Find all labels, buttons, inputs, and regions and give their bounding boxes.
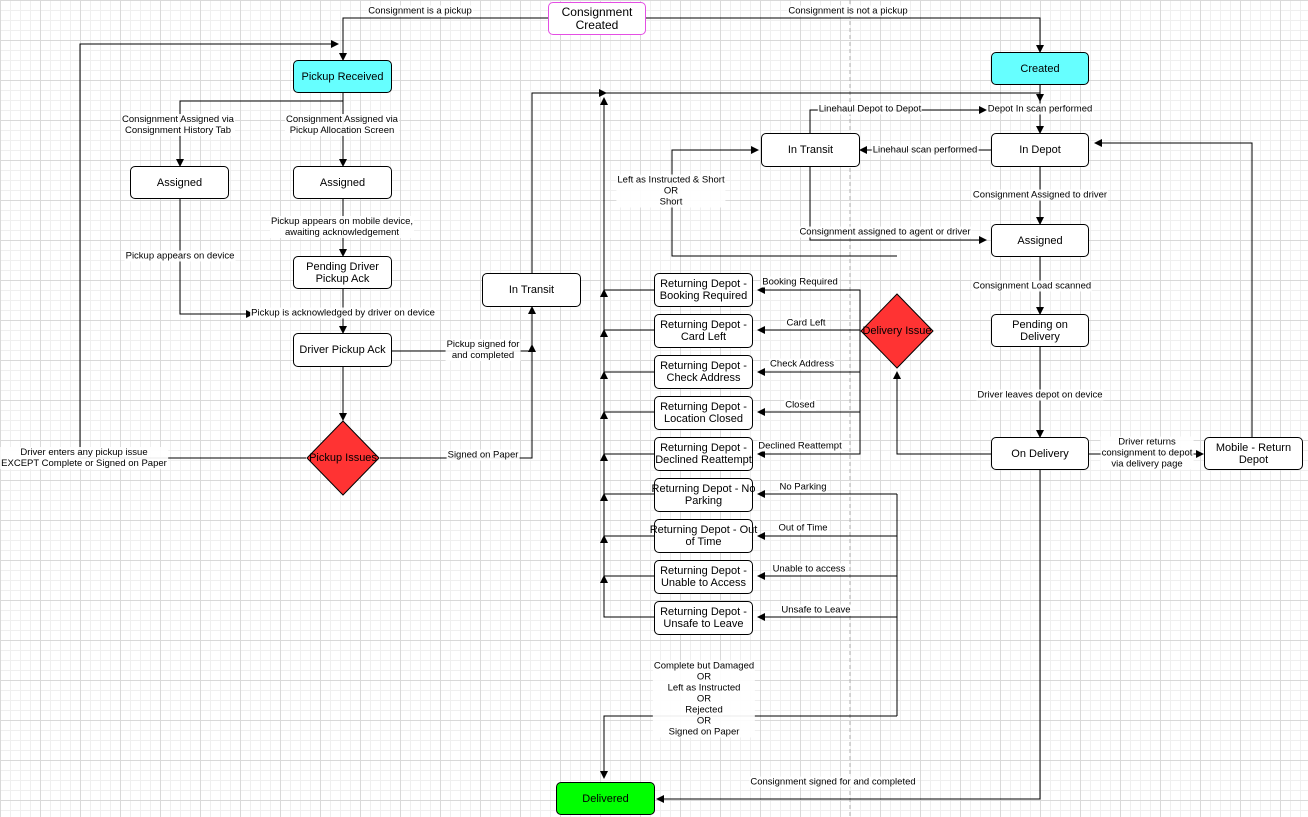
edge-label-assigned-history: Consignment Assigned via Consignment His… — [121, 114, 235, 136]
assigned-pickup-node[interactable]: Assigned — [293, 166, 392, 199]
edge-label-signed-completed: Pickup signed for and completed — [445, 339, 521, 361]
returning-booking-required-node[interactable]: Returning Depot - Booking Required — [654, 273, 753, 307]
edge-label-signed-paper: Signed on Paper — [446, 449, 520, 461]
created-node[interactable]: Created — [991, 52, 1089, 85]
edge-label-appears-device: Pickup appears on device — [124, 250, 236, 262]
edge-label-left-short: Left as Instructed & Short OR Short — [616, 174, 726, 208]
edge-label-assigned-agent: Consignment assigned to agent or driver — [798, 226, 972, 238]
edge-label-not-pickup: Consignment is not a pickup — [787, 5, 909, 17]
edge-label-booking-required: Booking Required — [761, 276, 839, 288]
edge-label-no-parking: No Parking — [778, 481, 828, 493]
returning-unable-to-access-node[interactable]: Returning Depot - Unable to Access — [654, 560, 753, 594]
returning-check-address-node[interactable]: Returning Depot - Check Address — [654, 355, 753, 389]
edge-label-leaves-depot: Driver leaves depot on device — [976, 389, 1104, 401]
assigned-right-node[interactable]: Assigned — [991, 224, 1089, 257]
returning-unsafe-to-leave-node[interactable]: Returning Depot - Unsafe to Leave — [654, 601, 753, 635]
edge-label-acknowledged: Pickup is acknowledged by driver on devi… — [250, 307, 436, 319]
assigned-left-node[interactable]: Assigned — [130, 166, 229, 199]
edge-label-signed-completed-delivery: Consignment signed for and completed — [749, 776, 917, 788]
in-depot-node[interactable]: In Depot — [991, 133, 1089, 167]
driver-pickup-ack-node[interactable]: Driver Pickup Ack — [293, 333, 392, 367]
returning-out-of-time-node[interactable]: Returning Depot - Out of Time — [650, 519, 757, 553]
pending-driver-ack-node[interactable]: Pending Driver Pickup Ack — [293, 256, 392, 289]
pickup-issues-decision[interactable]: Pickup Issues — [306, 420, 380, 496]
edge-label-linehaul-scan: Linehaul scan performed — [871, 144, 979, 156]
edge-label-assigned-allocation: Consignment Assigned via Pickup Allocati… — [285, 114, 399, 136]
returning-no-parking-node[interactable]: Returning Depot - No Parking — [652, 478, 755, 512]
delivered-node[interactable]: Delivered — [556, 782, 655, 815]
returning-location-closed-node[interactable]: Returning Depot - Location Closed — [654, 396, 753, 430]
edge-label-card-left: Card Left — [785, 317, 827, 329]
on-delivery-node[interactable]: On Delivery — [991, 437, 1089, 470]
edge-label-assigned-driver: Consignment Assigned to driver — [971, 189, 1109, 201]
pickup-received-node[interactable]: Pickup Received — [293, 60, 392, 93]
edge-label-out-of-time: Out of Time — [777, 522, 829, 534]
edge-label-driver-returns: Driver returns consignment to depot via … — [1100, 436, 1194, 470]
in-transit-left-node[interactable]: In Transit — [482, 273, 581, 307]
delivery-issue-decision[interactable]: Delivery Issue — [860, 293, 934, 369]
edge-label-linehaul-depot: Linehaul Depot to Depot — [817, 103, 923, 115]
edge-label-depot-in-scan: Depot In scan performed — [986, 103, 1094, 115]
returning-declined-reattempt-node[interactable]: Returning Depot - Declined Reattempt — [654, 437, 753, 471]
edge-label-load-scanned: Consignment Load scanned — [971, 280, 1093, 292]
pickup-issues-label: Pickup Issues — [309, 452, 377, 464]
delivery-issue-label: Delivery Issue — [862, 325, 932, 337]
edge-label-complete-damaged: Complete but Damaged OR Left as Instruct… — [652, 660, 756, 738]
edge-label-closed: Closed — [784, 399, 816, 411]
in-transit-right-node[interactable]: In Transit — [761, 133, 860, 167]
edge-label-check-address: Check Address — [769, 358, 835, 370]
mobile-return-depot-node[interactable]: Mobile - Return Depot — [1204, 437, 1303, 470]
edge-label-unable-access: Unable to access — [771, 563, 847, 575]
edge-label-unsafe-leave: Unsafe to Leave — [780, 604, 852, 616]
consignment-created-node[interactable]: Consignment Created — [548, 2, 646, 35]
edge-label-appears-mobile: Pickup appears on mobile device, awaitin… — [269, 216, 415, 238]
pending-on-delivery-node[interactable]: Pending on Delivery — [991, 314, 1089, 347]
edge-label-driver-issue: Driver enters any pickup issue EXCEPT Co… — [0, 447, 168, 469]
edge-label-declined: Declined Reattempt — [757, 440, 843, 452]
edge-label-is-pickup: Consignment is a pickup — [367, 5, 473, 17]
returning-card-left-node[interactable]: Returning Depot - Card Left — [654, 314, 753, 348]
